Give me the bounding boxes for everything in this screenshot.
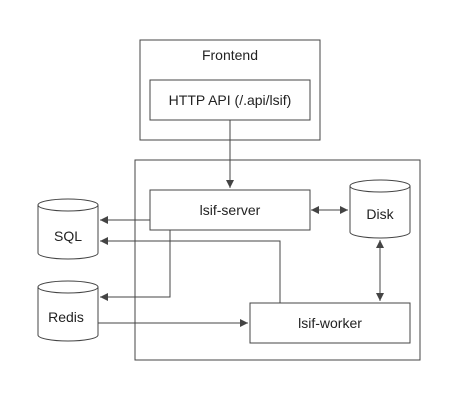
lsif-server-label: lsif-server xyxy=(200,202,261,218)
redis-node: Redis xyxy=(37,280,99,342)
sql-node: SQL xyxy=(37,198,99,260)
disk-node: Disk xyxy=(349,179,411,239)
edge-worker-to-sql xyxy=(100,237,281,303)
redis-label: Redis xyxy=(48,309,84,325)
lsif-worker-node: lsif-worker xyxy=(249,302,411,344)
disk-label: Disk xyxy=(366,206,394,222)
sql-label: SQL xyxy=(54,228,82,244)
frontend-title: Frontend xyxy=(202,47,258,63)
http-api-label: HTTP API (/.api/lsif) xyxy=(169,92,292,108)
lsif-server-node: lsif-server xyxy=(149,189,311,231)
edge-server-to-redis xyxy=(100,230,171,301)
lsif-worker-label: lsif-worker xyxy=(298,315,362,331)
